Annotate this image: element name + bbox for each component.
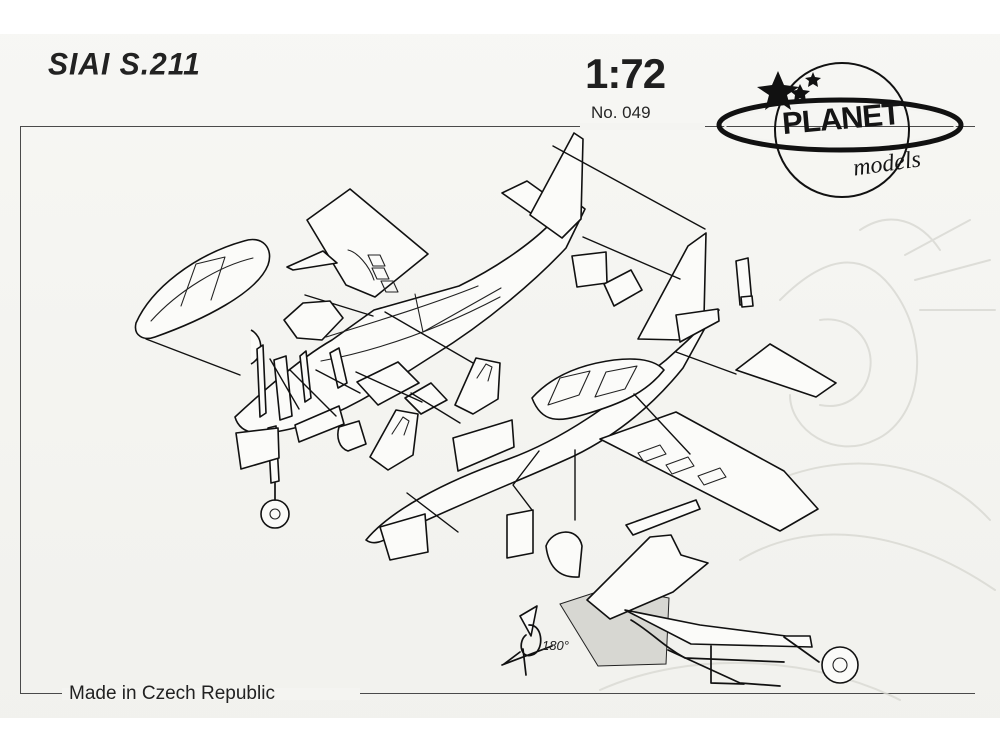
- rotation-angle-label: 180°: [542, 638, 569, 653]
- logo-ring-outer: [716, 97, 964, 153]
- kit-scale: 1:72: [585, 50, 666, 97]
- rotation-arrow-icon: [503, 605, 542, 665]
- main-gear-assembly: [501, 534, 859, 687]
- manufacturing-origin: Made in Czech Republic: [69, 683, 275, 704]
- model-title: SIAI S.211: [48, 47, 201, 82]
- logo-planet: [774, 62, 910, 198]
- bottom-scan-band: [0, 718, 1000, 750]
- watermark-ornament: [599, 218, 996, 701]
- logo-star-small-2: [805, 72, 821, 87]
- frame-origin-gap: [62, 688, 360, 700]
- kit-number: No. 049: [591, 103, 651, 122]
- logo-star-large: [757, 71, 799, 110]
- nose-gear-part: [235, 425, 290, 529]
- canopy-part: [134, 238, 271, 376]
- cockpit-details: [250, 300, 515, 472]
- instruction-frame: [20, 126, 975, 694]
- frame-title-gap: [580, 123, 705, 130]
- lower-fuselage-half: [365, 145, 837, 578]
- upper-fuselage-half: [234, 132, 586, 434]
- logo-ring-inner: [724, 104, 956, 146]
- top-scan-band: [0, 0, 1000, 34]
- logo-star-small-1: [790, 84, 810, 102]
- planet-with-ring-logo: [716, 62, 964, 198]
